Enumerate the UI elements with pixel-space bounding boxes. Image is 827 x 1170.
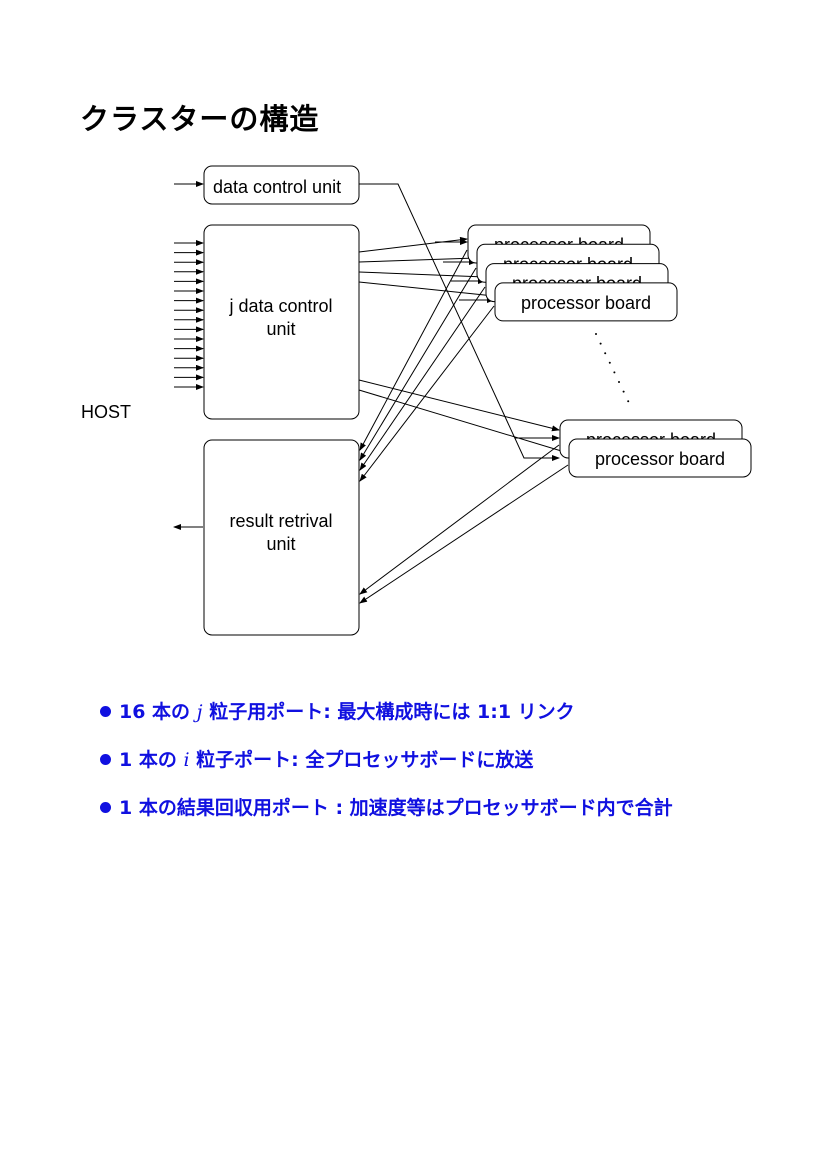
bullet-item-result-port: 1 本の結果回収用ポート : 加速度等はプロセッサボード内で合計	[100, 793, 673, 841]
ellipsis-dot	[604, 352, 607, 355]
result-retrival-unit: result retrival unit	[203, 439, 360, 636]
ellipsis-dot	[618, 381, 620, 383]
data-control-unit: data control unit	[203, 165, 360, 205]
ellipsis-dots	[595, 333, 630, 403]
bullet-list: 16 本の j 粒子用ポート: 最大構成時には 1:1 リンク 1 本の i 粒…	[100, 697, 673, 841]
connection-lines	[358, 183, 569, 604]
j-data-control-unit: j data control unit	[203, 224, 360, 420]
bullet-dot-icon	[100, 753, 111, 765]
host-label: HOST	[81, 402, 131, 422]
cluster-structure-diagram: HOST data control unit j data control un…	[81, 165, 752, 636]
ellipsis-dot	[608, 361, 611, 364]
processor-board-label: processor board	[521, 293, 651, 313]
result-retrival-unit-label-2: unit	[266, 534, 295, 554]
page-title: クラスターの構造	[80, 102, 320, 136]
processor-board: processor board	[494, 282, 678, 322]
bullet-dot-icon	[100, 705, 111, 717]
j-input-arrows	[174, 240, 204, 390]
processor-board: processor board	[568, 438, 752, 478]
bullet-item-i-port: 1 本の i 粒子ポート: 全プロセッサボードに放送	[100, 745, 673, 793]
ellipsis-dot	[595, 333, 597, 335]
bullet-dot-icon	[100, 801, 111, 813]
ellipsis-dot	[627, 400, 630, 403]
bullet-item-j-ports: 16 本の j 粒子用ポート: 最大構成時には 1:1 リンク	[100, 697, 673, 745]
result-retrival-unit-label-1: result retrival	[229, 511, 332, 531]
processor-board-label: processor board	[595, 449, 725, 469]
data-control-unit-label: data control unit	[213, 177, 341, 197]
j-data-control-unit-label-1: j data control	[228, 296, 332, 316]
ellipsis-dot	[599, 342, 602, 345]
ellipsis-dot	[613, 371, 616, 374]
j-data-control-unit-label-2: unit	[266, 319, 295, 339]
ellipsis-dot	[622, 390, 625, 393]
